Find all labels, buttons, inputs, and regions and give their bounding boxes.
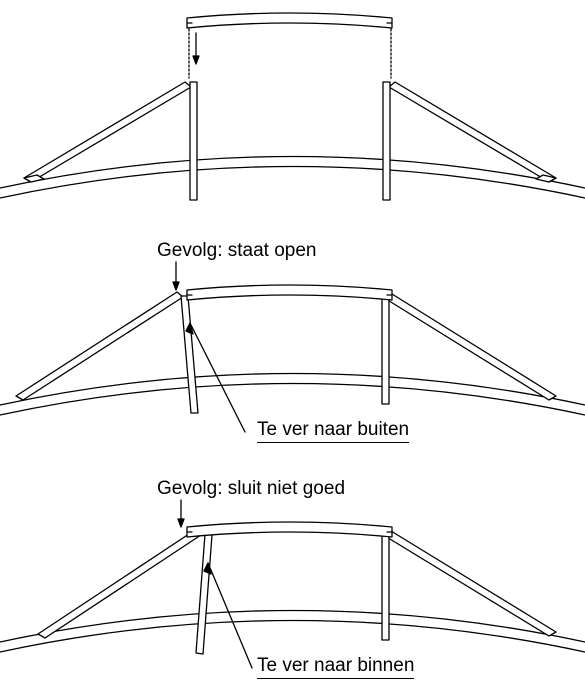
panel-2-too-far-outward	[0, 261, 585, 433]
cause-leader	[207, 562, 253, 669]
left-post-tilted	[195, 533, 213, 655]
panel-1-correct-placement	[0, 12, 585, 201]
arc-line	[0, 372, 585, 406]
left-rafter-foot	[23, 174, 45, 183]
right-rafter-foot	[535, 174, 557, 183]
leader-arrowhead	[185, 322, 194, 335]
top-panel	[186, 12, 393, 29]
result-label-open: Gevolg: staat open	[157, 240, 317, 261]
down-arrow-icon	[172, 281, 180, 291]
down-arrow-icon	[192, 55, 200, 65]
panel-3-too-far-inward	[0, 499, 585, 669]
right-post	[382, 81, 391, 201]
cause-label-inward: Te ver naar binnen	[257, 656, 415, 679]
right-post	[381, 293, 390, 405]
left-rafter	[23, 81, 192, 183]
cause-label-outward: Te ver naar buiten	[257, 420, 410, 443]
arc-line	[0, 155, 585, 189]
cause-leader	[189, 322, 246, 433]
down-arrow-icon	[177, 518, 185, 528]
arc-line	[0, 165, 585, 199]
right-post	[381, 530, 390, 641]
result-label-not-closing: Gevolg: sluit niet goed	[157, 478, 346, 499]
top-panel	[186, 284, 393, 301]
right-rafter	[385, 293, 557, 401]
top-panel	[186, 521, 393, 538]
left-post-tilted	[180, 295, 199, 414]
right-rafter	[388, 81, 557, 183]
left-rafter	[15, 291, 184, 401]
right-rafter	[384, 530, 557, 637]
leader-arrowhead	[203, 562, 212, 575]
left-post	[189, 81, 198, 201]
arc-line	[0, 609, 585, 643]
arc-line	[0, 619, 585, 653]
arc-line	[0, 382, 585, 416]
